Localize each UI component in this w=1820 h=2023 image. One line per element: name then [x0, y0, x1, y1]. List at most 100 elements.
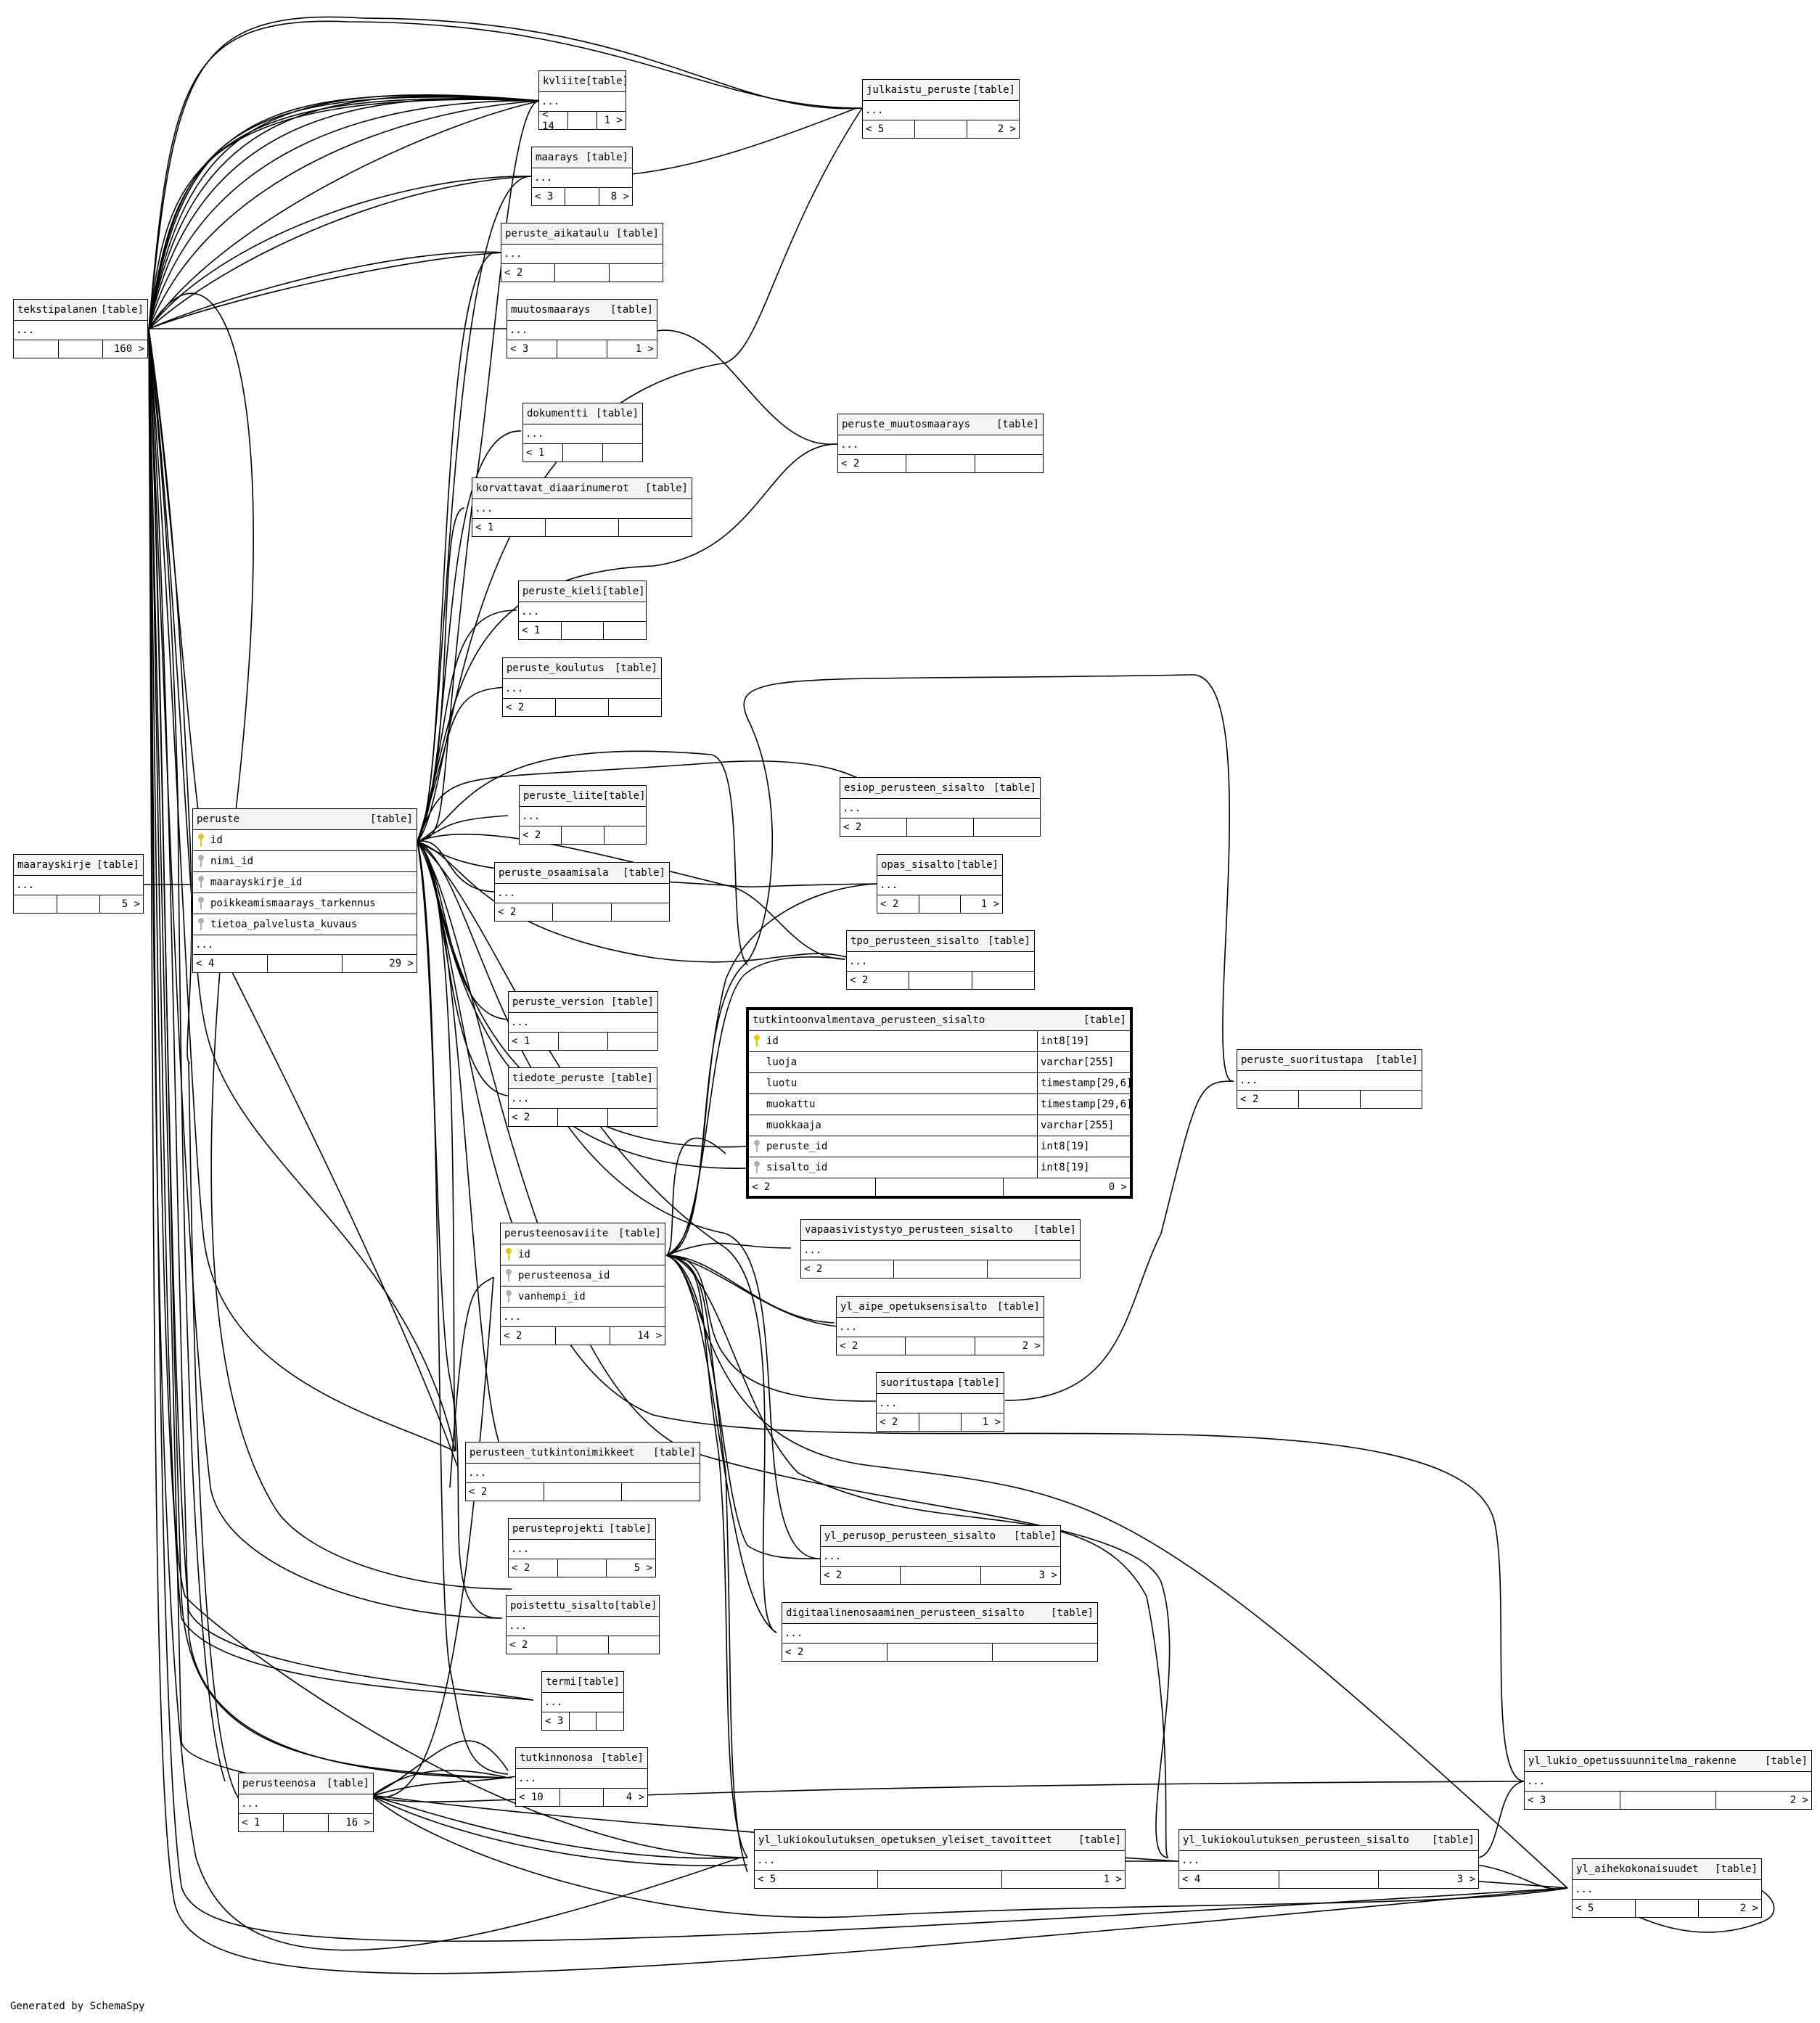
table-header[interactable]: termi[table]	[542, 1672, 623, 1693]
more-columns[interactable]: ...	[801, 1241, 1080, 1260]
parents-count[interactable]: < 1	[522, 625, 541, 636]
table-yl-lukiokoulutuksen-opetuksen-yleiset-tavoitteet[interactable]: yl_lukiokoulutuksen_opetuksen_yleiset_ta…	[754, 1829, 1126, 1889]
more-columns[interactable]: ...	[193, 935, 417, 955]
parents-count[interactable]: < 2	[504, 267, 523, 279]
parents-count[interactable]: < 1	[475, 522, 494, 533]
table-termi[interactable]: termi[table]...< 3	[541, 1671, 624, 1731]
table-header[interactable]: korvattavat_diaarinumerot[table]	[472, 478, 692, 499]
column-row[interactable]: nimi_id	[193, 851, 417, 872]
table-header[interactable]: yl_lukiokoulutuksen_perusteen_sisalto[ta…	[1179, 1830, 1478, 1851]
table-header[interactable]: yl_lukiokoulutuksen_opetuksen_yleiset_ta…	[755, 1830, 1125, 1851]
children-count[interactable]	[973, 818, 1040, 836]
parents-count[interactable]: < 1	[242, 1817, 261, 1829]
table-header[interactable]: perusteprojekti[table]	[509, 1519, 655, 1540]
table-peruste-osaamisala[interactable]: peruste_osaamisala[table]...< 2	[494, 862, 670, 922]
table-header[interactable]: peruste_version[table]	[509, 992, 657, 1013]
children-count[interactable]	[608, 264, 663, 282]
table-header[interactable]: suoritustapa[table]	[877, 1373, 1004, 1394]
children-count[interactable]	[603, 826, 646, 844]
parents-count[interactable]: < 2	[785, 1646, 804, 1658]
more-columns[interactable]: ...	[877, 876, 1002, 895]
children-count[interactable]	[621, 1483, 700, 1501]
parents-count[interactable]: < 2	[1240, 1093, 1259, 1105]
parents-count[interactable]: < 3	[535, 191, 554, 202]
table-header[interactable]: yl_lukio_opetussuunnitelma_rakenne[table…	[1525, 1751, 1811, 1772]
table-header[interactable]: kvliite[table]	[539, 71, 628, 92]
table-peruste-aikataulu[interactable]: peruste_aikataulu[table]...< 2	[501, 223, 663, 282]
table-header[interactable]: esiop_perusteen_sisalto[table]	[840, 778, 1040, 799]
children-count[interactable]: 4 >	[603, 1789, 647, 1806]
more-columns[interactable]: ...	[239, 1794, 373, 1814]
table-esiop-perusteen-sisalto[interactable]: esiop_perusteen_sisalto[table]...< 2	[840, 777, 1041, 837]
table-header[interactable]: digitaalinenosaaminen_perusteen_sisalto[…	[782, 1603, 1097, 1624]
more-columns[interactable]: ...	[837, 1318, 1044, 1337]
parents-count[interactable]: < 2	[469, 1486, 488, 1498]
children-count[interactable]: 3 >	[1378, 1871, 1478, 1888]
children-count[interactable]: 5 >	[99, 895, 143, 913]
more-columns[interactable]: ...	[472, 499, 692, 519]
table-header[interactable]: maarayskirje[table]	[14, 855, 143, 876]
more-columns[interactable]: ...	[863, 101, 1019, 120]
parents-count[interactable]: < 2	[804, 1263, 823, 1275]
parents-count[interactable]: < 4	[1182, 1874, 1201, 1885]
more-columns[interactable]: ...	[466, 1464, 700, 1483]
children-count[interactable]	[618, 519, 692, 536]
table-perusteen-tutkintonimikkeet[interactable]: perusteen_tutkintonimikkeet[table]...< 2	[465, 1442, 700, 1501]
parents-count[interactable]	[14, 895, 57, 913]
table-header[interactable]: perusteenosa[table]	[239, 1773, 373, 1794]
more-columns[interactable]: ...	[501, 1308, 665, 1327]
more-columns[interactable]: ...	[532, 168, 632, 188]
parents-count[interactable]: < 2	[841, 458, 860, 469]
table-header[interactable]: peruste[table]	[193, 809, 417, 830]
table-tiedote-peruste[interactable]: tiedote_peruste[table]...< 2	[508, 1067, 657, 1127]
children-count[interactable]: 1 >	[597, 112, 626, 129]
table-header[interactable]: peruste_muutosmaarays[table]	[838, 414, 1043, 435]
children-count[interactable]	[607, 1033, 657, 1050]
more-columns[interactable]: ...	[509, 1089, 657, 1109]
children-count[interactable]: 2 >	[1698, 1900, 1761, 1917]
children-count[interactable]: 1 >	[1001, 1871, 1125, 1888]
parents-count[interactable]: < 2	[880, 1416, 898, 1428]
parents-count[interactable]: < 2	[522, 829, 541, 841]
column-row[interactable]: tietoa_palvelusta_kuvaus	[193, 914, 417, 935]
children-count[interactable]	[1360, 1091, 1422, 1108]
parents-count[interactable]: < 3	[510, 343, 529, 355]
table-tutkintoonvalmentava-perusteen-sisalto[interactable]: tutkintoonvalmentava_perusteen_sisalto[t…	[746, 1007, 1133, 1199]
more-columns[interactable]: ...	[509, 1540, 655, 1559]
parents-count[interactable]: < 2	[840, 1340, 858, 1352]
table-header[interactable]: perusteenosaviite[table]	[501, 1223, 665, 1244]
table-header[interactable]: opas_sisalto[table]	[877, 855, 1002, 876]
table-vapaasivistystyo-perusteen-sisalto[interactable]: vapaasivistystyo_perusteen_sisalto[table…	[800, 1219, 1081, 1279]
table-peruste-muutosmaarays[interactable]: peruste_muutosmaarays[table]...< 2	[837, 414, 1044, 473]
children-count[interactable]: 2 >	[974, 1337, 1044, 1355]
table-header[interactable]: poistettu_sisalto[table]	[507, 1596, 659, 1617]
more-columns[interactable]: ...	[516, 1769, 647, 1789]
more-columns[interactable]: ...	[14, 321, 147, 340]
table-dokumentti[interactable]: dokumentti[table]...< 1	[522, 403, 643, 462]
parents-count[interactable]: < 2	[824, 1569, 843, 1581]
children-count[interactable]: 0 >	[1002, 1178, 1130, 1196]
more-columns[interactable]: ...	[755, 1851, 1125, 1871]
more-columns[interactable]: ...	[539, 92, 626, 112]
children-count[interactable]	[608, 699, 661, 716]
children-count[interactable]	[602, 444, 642, 461]
more-columns[interactable]: ...	[503, 679, 661, 699]
more-columns[interactable]: ...	[507, 1617, 659, 1636]
more-columns[interactable]: ...	[14, 876, 143, 895]
more-columns[interactable]: ...	[520, 807, 646, 826]
table-peruste-suoritustapa[interactable]: peruste_suoritustapa[table]...< 2	[1237, 1049, 1422, 1109]
parents-count[interactable]: < 1	[512, 1035, 530, 1047]
table-poistettu-sisalto[interactable]: poistettu_sisalto[table]...< 2	[506, 1595, 660, 1654]
